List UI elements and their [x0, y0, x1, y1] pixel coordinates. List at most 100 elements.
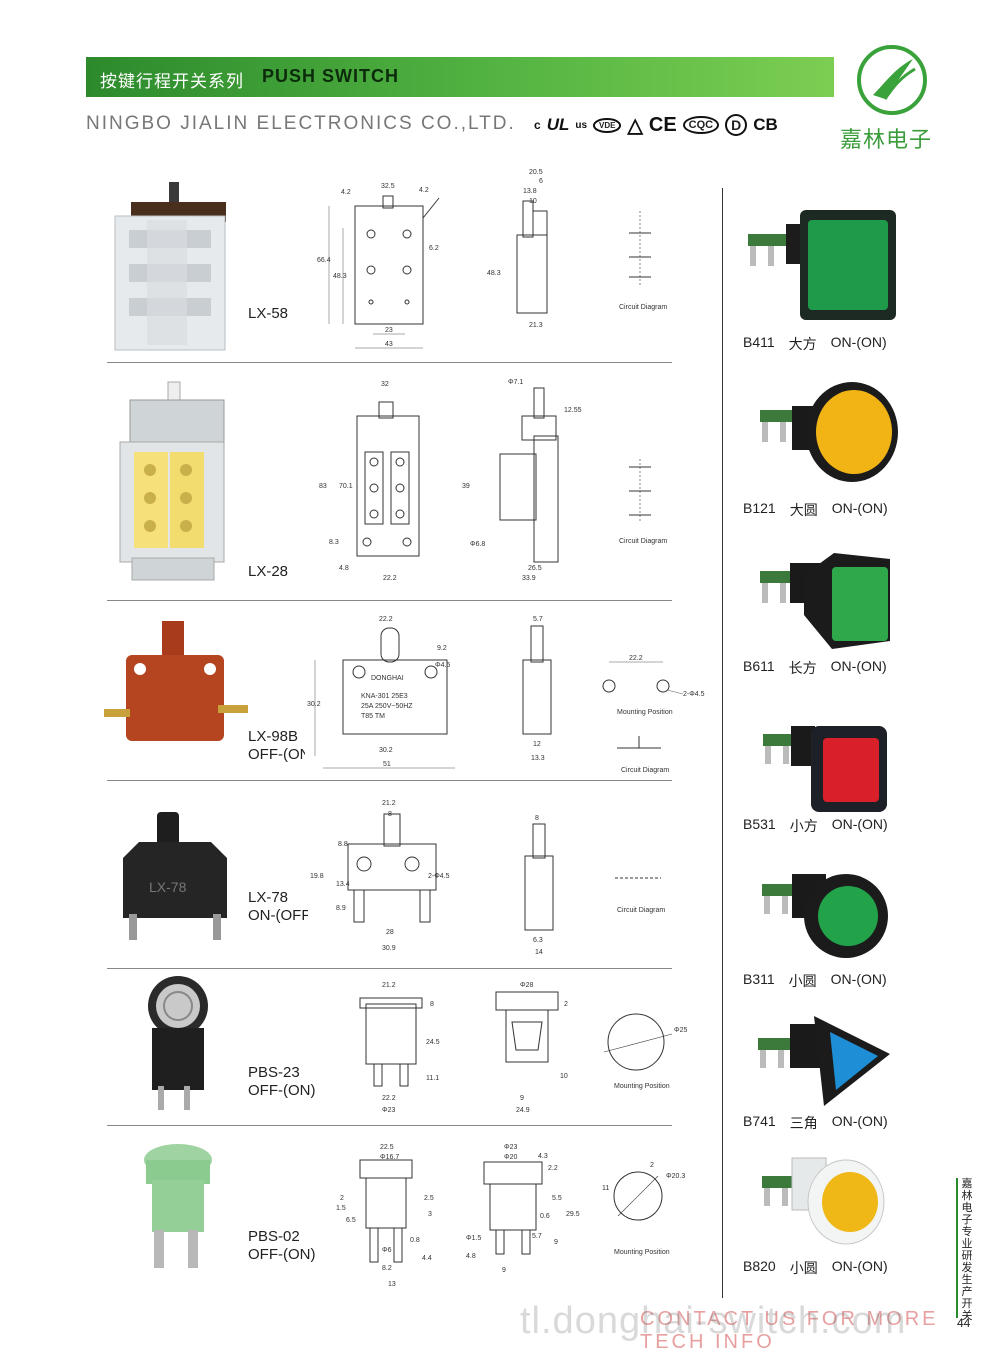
dim-label: 4.4	[422, 1255, 432, 1262]
button-code: B411	[743, 334, 775, 350]
dim-label: 8.2	[382, 1265, 392, 1272]
dim-label: 3	[428, 1211, 432, 1218]
dim-label: 26.5	[528, 565, 542, 572]
row-divider	[107, 780, 672, 781]
b411-photo	[748, 210, 896, 320]
dim-label: 30.9	[382, 945, 396, 952]
model-lx98b: LX-98B OFF-(ON)	[248, 728, 315, 764]
lx28-front-drawing: 32 83 70.1 8.3 4.8 22.2	[315, 376, 435, 586]
cert-vde-icon: VDE	[593, 117, 622, 133]
dim-label: 6.5	[346, 1217, 356, 1224]
button-b531-label: B531 小方 ON-(ON)	[743, 816, 888, 836]
dim-label: Φ28	[520, 982, 533, 989]
pbs23-side-drawing: Φ28 2 10 9 24.9	[490, 978, 575, 1118]
lx78-photo: LX-78	[123, 812, 227, 940]
circuit-label: Circuit Diagram	[619, 538, 667, 545]
brand-name-cn: 嘉林电子	[840, 128, 933, 153]
dim-label: 23	[385, 327, 393, 334]
button-b820-label: B820 小圆 ON-(ON)	[743, 1258, 888, 1278]
button-state: ON-(ON)	[831, 1258, 888, 1274]
dim-label: Φ16.7	[380, 1154, 399, 1161]
lx28-photo	[119, 381, 225, 581]
dim-label: 83	[319, 483, 327, 490]
footer-contact: CONTACT US FOR MORE TECH INFO	[640, 1308, 939, 1353]
b820-photo	[762, 1157, 885, 1245]
dim-label: Φ7.1	[508, 379, 523, 386]
dim-label: 8.8	[338, 841, 348, 848]
lx78-front-drawing: 21.2 8 8.8 19.8 13.4 8.9 2-Φ4.5 28 30.9	[308, 798, 458, 958]
b121-photo	[760, 382, 898, 482]
dim-label: 2	[564, 1001, 568, 1008]
pbs23-photo	[148, 976, 208, 1110]
dim-label: 30.2	[307, 701, 321, 708]
body-marking: LX-78	[149, 879, 187, 895]
dim-label: 1.5	[336, 1205, 346, 1212]
button-code: B741	[743, 1113, 776, 1129]
cert-triangle-icon: △	[627, 114, 643, 137]
dim-label: 12.55	[564, 407, 582, 414]
dim-label: 4.2	[419, 187, 429, 194]
dim-label: 4.2	[341, 189, 351, 196]
dim-label: 12	[533, 741, 541, 748]
dim-label: 24.9	[516, 1107, 530, 1114]
dim-label: Φ20.3	[666, 1173, 685, 1180]
dim-label: 2.5	[424, 1195, 434, 1202]
dim-label: 2-Φ4.5	[428, 873, 450, 880]
dim-label: 30.2	[379, 747, 393, 754]
series-banner: 按键行程开关系列 PUSH SWITCH	[86, 57, 834, 97]
dim-label: 9	[520, 1095, 524, 1102]
dim-label: 9	[502, 1267, 506, 1274]
lx28-side-drawing: Φ7.1 12.55 39 Φ6.8 26.5 33.9	[460, 376, 585, 586]
dim-label: 22.2	[379, 616, 393, 623]
dim-label: 4.8	[339, 565, 349, 572]
dim-label: 51	[383, 761, 391, 768]
button-code: B611	[743, 658, 775, 674]
dim-label: 21.2	[382, 800, 396, 807]
switch-state: OFF-(ON)	[248, 1246, 316, 1263]
dim-label: Φ4.5	[435, 662, 450, 669]
button-state: ON-(ON)	[830, 971, 887, 987]
dim-label: Φ6.8	[470, 541, 485, 548]
dim-label: 14	[535, 949, 543, 956]
dim-label: 10	[560, 1073, 568, 1080]
dim-label: Φ23	[382, 1107, 395, 1114]
button-b611-label: B611 长方 ON-(ON)	[743, 658, 887, 678]
dim-label: 11	[602, 1185, 609, 1192]
button-code: B820	[743, 1258, 776, 1274]
body-marking: T85 TM	[361, 713, 385, 720]
dim-label: 20.5	[529, 169, 543, 176]
button-shape-cn: 小圆	[788, 973, 817, 989]
lx58-photo	[114, 182, 226, 351]
button-state: ON-(ON)	[831, 1113, 888, 1129]
button-shape-cn: 三角	[789, 1115, 818, 1131]
row-divider	[107, 362, 672, 363]
certification-marks: c UL us VDE △ CE CQC D CB	[534, 110, 778, 140]
mounting-label: Mounting Position	[617, 709, 673, 716]
button-state: ON-(ON)	[830, 334, 887, 350]
dim-label: 48.3	[487, 270, 501, 277]
site-watermark: tl.donghai-switch.com	[520, 1300, 907, 1342]
cert-ul-icon: UL	[546, 115, 570, 134]
dim-label: 48.3	[333, 273, 347, 280]
pbs02-photo	[144, 1144, 212, 1268]
dim-label: 5.7	[533, 616, 543, 623]
button-shape-cn: 大圆	[789, 502, 818, 518]
dim-label: 6	[539, 178, 543, 185]
dim-label: 29.5	[566, 1211, 580, 1218]
brand-logo-icon	[857, 45, 927, 115]
circuit-label: Circuit Diagram	[619, 304, 667, 311]
pbs02-mounting-diagram: 2 Φ20.3 11 Mounting Position	[598, 1158, 693, 1258]
model-pbs02: PBS-02 OFF-(ON)	[248, 1228, 315, 1264]
dim-label: 2	[340, 1195, 344, 1202]
button-state: ON-(ON)	[831, 500, 888, 516]
mounting-label: Mounting Position	[614, 1249, 670, 1256]
lx78-circuit-diagram: Circuit Diagram	[605, 868, 675, 918]
dim-label: 22.2	[629, 655, 643, 662]
page-number: 44	[957, 1316, 971, 1330]
button-code: B531	[743, 816, 776, 832]
dim-label: 8	[535, 815, 539, 822]
lx58-circuit-diagram: Circuit Diagram	[605, 205, 675, 315]
model-code: LX-78	[248, 889, 289, 906]
button-shape-cn: 小方	[789, 818, 818, 834]
lx58-side-drawing: 20.5 6 13.8 10 48.3 21.3	[485, 165, 565, 330]
